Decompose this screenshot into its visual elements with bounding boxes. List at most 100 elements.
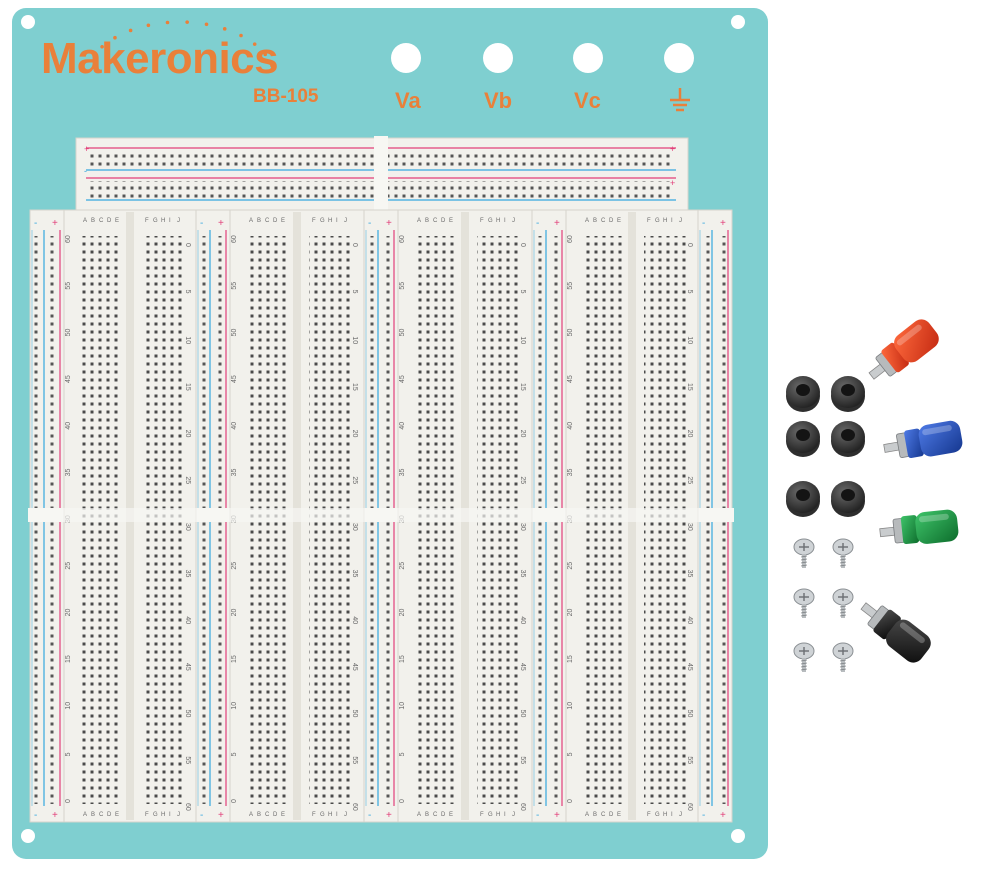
rail-sign: + <box>670 178 675 188</box>
rail-sign: + <box>720 810 726 821</box>
column-letter: J <box>177 218 180 224</box>
column-letter: D <box>441 812 446 818</box>
row-number: 25 <box>519 476 526 484</box>
rail-sign: - <box>368 218 371 229</box>
column-letter: F <box>480 812 484 818</box>
column-letter: C <box>433 218 438 224</box>
screw-icon <box>793 538 815 568</box>
rail-sign: + <box>554 810 560 821</box>
column-letter: G <box>153 218 158 224</box>
row-number: 15 <box>351 383 358 391</box>
row-number: 20 <box>65 608 72 616</box>
row-number: 0 <box>686 243 693 247</box>
brand-logo: Makeronics <box>41 34 279 83</box>
row-number: 45 <box>399 375 406 383</box>
row-number: 10 <box>519 336 526 344</box>
rail-sign: - <box>536 218 539 229</box>
row-number: 25 <box>351 476 358 484</box>
row-number: 25 <box>231 562 238 570</box>
column-letter: D <box>107 218 112 224</box>
binding-post-hole <box>483 43 513 73</box>
row-number: 10 <box>231 702 238 710</box>
row-number: 25 <box>686 476 693 484</box>
rail-sign: - <box>200 218 203 229</box>
top-power-rail-strip: ++-+ <box>75 136 689 212</box>
column-letter: E <box>115 812 119 818</box>
row-number: 0 <box>184 243 191 247</box>
logo-dot <box>100 44 104 49</box>
binding-post-green-icon <box>879 509 959 545</box>
rail-joint <box>28 508 66 522</box>
row-number: 5 <box>686 290 693 294</box>
column-letter: C <box>99 218 104 224</box>
row-number: 20 <box>351 430 358 438</box>
column-letter: D <box>609 218 614 224</box>
column-letter: G <box>153 812 158 818</box>
column-letter: A <box>249 218 253 224</box>
row-number: 20 <box>519 430 526 438</box>
row-number: 50 <box>351 710 358 718</box>
column-letter: D <box>273 812 278 818</box>
column-letter: E <box>449 218 453 224</box>
row-number: 20 <box>399 608 406 616</box>
column-letter: B <box>91 812 95 818</box>
logo-dot <box>128 28 133 33</box>
column-letter: H <box>663 812 667 818</box>
row-number: 55 <box>351 756 358 764</box>
row-number: 35 <box>231 468 238 476</box>
column-letter: B <box>257 812 261 818</box>
column-letter: I <box>169 218 171 224</box>
binding-post-black-icon <box>860 602 931 663</box>
row-number: 55 <box>399 282 406 290</box>
row-number: 50 <box>399 328 406 336</box>
row-number: 25 <box>65 562 72 570</box>
row-number: 40 <box>184 616 191 624</box>
column-letter: D <box>273 218 278 224</box>
column-letter: G <box>320 812 325 818</box>
rail-sign: + <box>52 218 58 229</box>
row-number: 50 <box>567 328 574 336</box>
rail-sign: + <box>554 218 560 229</box>
row-number: 50 <box>184 710 191 718</box>
column-letter: E <box>617 812 621 818</box>
row-number: 35 <box>686 570 693 578</box>
row-number: 15 <box>567 655 574 663</box>
column-letter: F <box>647 812 651 818</box>
column-letter: A <box>249 812 253 818</box>
screw-icon <box>793 642 815 672</box>
rail-sign: + <box>386 218 392 229</box>
row-number: 50 <box>686 710 693 718</box>
column-letter: E <box>281 812 285 818</box>
column-letter: J <box>344 218 347 224</box>
column-letter: I <box>504 812 506 818</box>
logo-dot <box>165 20 170 25</box>
strip-joint <box>396 508 534 522</box>
row-number: 5 <box>399 752 406 756</box>
row-number: 50 <box>231 328 238 336</box>
row-number: 45 <box>184 663 191 671</box>
column-letter: I <box>671 218 673 224</box>
column-letter: F <box>480 218 484 224</box>
rail-joint <box>362 508 400 522</box>
row-number: 60 <box>399 235 406 243</box>
column-letter: F <box>312 812 316 818</box>
rail-sign: - <box>702 218 705 229</box>
rail-sign: + <box>218 810 224 821</box>
binding-post-hole <box>664 43 694 73</box>
column-letter: G <box>655 218 660 224</box>
column-letter: C <box>601 218 606 224</box>
rubber-foot-icon <box>786 481 820 517</box>
column-letter: C <box>265 218 270 224</box>
column-letter: G <box>320 218 325 224</box>
column-letter: B <box>425 218 429 224</box>
row-number: 55 <box>231 282 238 290</box>
mounting-hole <box>731 15 745 29</box>
row-number: 45 <box>686 663 693 671</box>
column-letter: H <box>161 218 165 224</box>
strip-joint <box>228 508 366 522</box>
row-number: 40 <box>351 616 358 624</box>
row-number: 10 <box>351 336 358 344</box>
row-number: 40 <box>65 422 72 430</box>
column-letter: F <box>312 218 316 224</box>
